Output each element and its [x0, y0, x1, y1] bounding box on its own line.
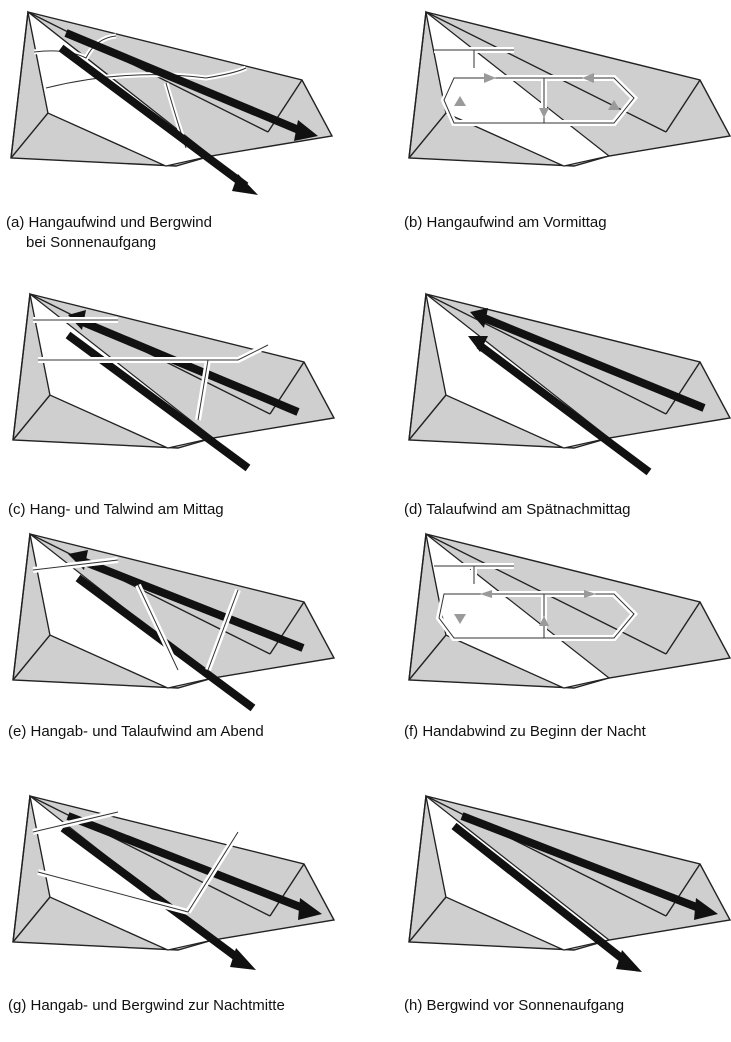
valley-diagram-a	[6, 8, 366, 208]
caption-g-text: (g) Hangab- und Bergwind zur Nachtmitte	[8, 997, 285, 1014]
caption-a: (a) Hangaufwind und Bergwind bei Sonnena…	[6, 213, 212, 253]
panel-b: (b) Hangaufwind am Vormittag	[404, 8, 731, 258]
caption-c: (c) Hang- und Talwind am Mittag	[8, 500, 224, 520]
caption-d-text: (d) Talaufwind am Spätnachmittag	[404, 501, 631, 518]
caption-a-line2: bei Sonnenaufgang	[6, 233, 212, 253]
caption-f-text: (f) Handabwind zu Beginn der Nacht	[404, 723, 646, 740]
caption-d: (d) Talaufwind am Spätnachmittag	[404, 500, 631, 520]
valley-diagram-h	[404, 792, 731, 992]
caption-e-text: (e) Hangab- und Talaufwind am Abend	[8, 723, 264, 740]
caption-a-line1: (a) Hangaufwind und Bergwind	[6, 214, 212, 231]
valley-diagram-c	[8, 290, 368, 490]
panel-d: (d) Talaufwind am Spätnachmittag	[404, 290, 731, 540]
caption-g: (g) Hangab- und Bergwind zur Nachtmitte	[8, 996, 285, 1016]
caption-e: (e) Hangab- und Talaufwind am Abend	[8, 722, 264, 742]
panel-a: (a) Hangaufwind und Bergwind bei Sonnena…	[6, 8, 366, 258]
caption-h: (h) Bergwind vor Sonnenaufgang	[404, 996, 624, 1016]
valley-diagram-e	[8, 530, 368, 730]
caption-c-text: (c) Hang- und Talwind am Mittag	[8, 501, 224, 518]
valley-diagram-g	[8, 792, 368, 992]
caption-b: (b) Hangaufwind am Vormittag	[404, 213, 607, 233]
panel-c: (c) Hang- und Talwind am Mittag	[8, 290, 368, 540]
caption-b-text: (b) Hangaufwind am Vormittag	[404, 214, 607, 231]
panel-h: (h) Bergwind vor Sonnenaufgang	[404, 792, 731, 1042]
panel-f: (f) Handabwind zu Beginn der Nacht	[404, 530, 731, 780]
caption-h-text: (h) Bergwind vor Sonnenaufgang	[404, 997, 624, 1014]
valley-diagram-d	[404, 290, 731, 490]
panel-g: (g) Hangab- und Bergwind zur Nachtmitte	[8, 792, 368, 1042]
valley-diagram-b	[404, 8, 731, 208]
panel-e: (e) Hangab- und Talaufwind am Abend	[8, 530, 368, 780]
caption-f: (f) Handabwind zu Beginn der Nacht	[404, 722, 646, 742]
valley-diagram-f	[404, 530, 731, 730]
